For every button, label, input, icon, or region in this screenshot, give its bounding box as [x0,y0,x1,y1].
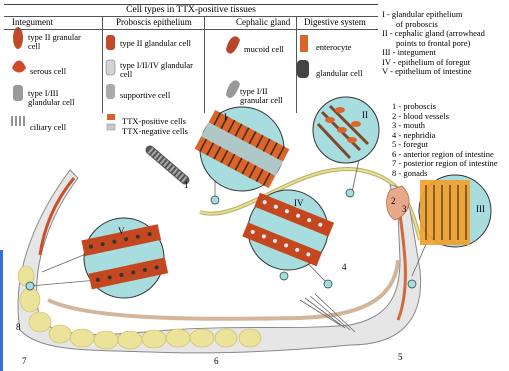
col-proboscis: Proboscis epithelium [116,17,192,27]
callout-4: 4 [342,262,347,272]
col-cephalic: Cephalic gland [236,17,290,27]
legend-enterocyte: enterocyte [316,43,351,52]
legend-type13-line2: granular cell [240,96,283,105]
callout-2: 2 [391,196,396,206]
legend-serous: serous cell [30,67,66,76]
window-edge [0,250,3,371]
legend-ttx-negative: TTX-negative cells [122,127,188,136]
number-list: 1 - proboscis 2 - blood vessels 3 - mout… [392,102,498,178]
proboscis-coil [150,150,185,180]
legend-type3-line2: glandular cell [28,98,75,107]
callout-7: 7 [22,356,27,366]
callout-8: 8 [16,322,21,332]
number-item: 8 - gonads [392,169,498,179]
inset-label-iii: III [476,204,485,214]
legend-type34-line2: cell [120,70,132,79]
inset-label-iv: IV [294,198,304,208]
col-digestive: Digestive system [304,17,366,27]
callout-6: 6 [214,356,219,366]
legend-ciliary: ciliary cell [30,123,66,132]
inset-label-i: I [224,112,227,122]
callout-1: 1 [184,180,189,190]
callout-3: 3 [402,204,407,214]
legend-supportive: supportive cell [120,91,170,100]
cell-type-legend: Cell types in TTX-positive tissues Integ… [4,4,378,145]
roman-list: I - glandular epithelium of proboscis II… [382,10,485,77]
legend-glandular: glandular cell [316,69,363,78]
legend-title: Cell types in TTX-positive tissues [4,5,378,15]
inset-label-ii: II [362,110,368,120]
legend-type2-glandular: type II glandular cell [120,39,191,48]
inset-label-v: V [118,226,125,236]
roman-item: V - epithelium of intestine [382,67,485,77]
legend-ttx-positive: TTX-positive cells [122,117,186,126]
col-integument: Integument [12,17,53,27]
callout-5: 5 [398,352,403,362]
legend-type2-granular-line2: cell [28,42,40,51]
legend-mucoid: mucoid cell [244,45,284,54]
worm-body [18,170,421,353]
